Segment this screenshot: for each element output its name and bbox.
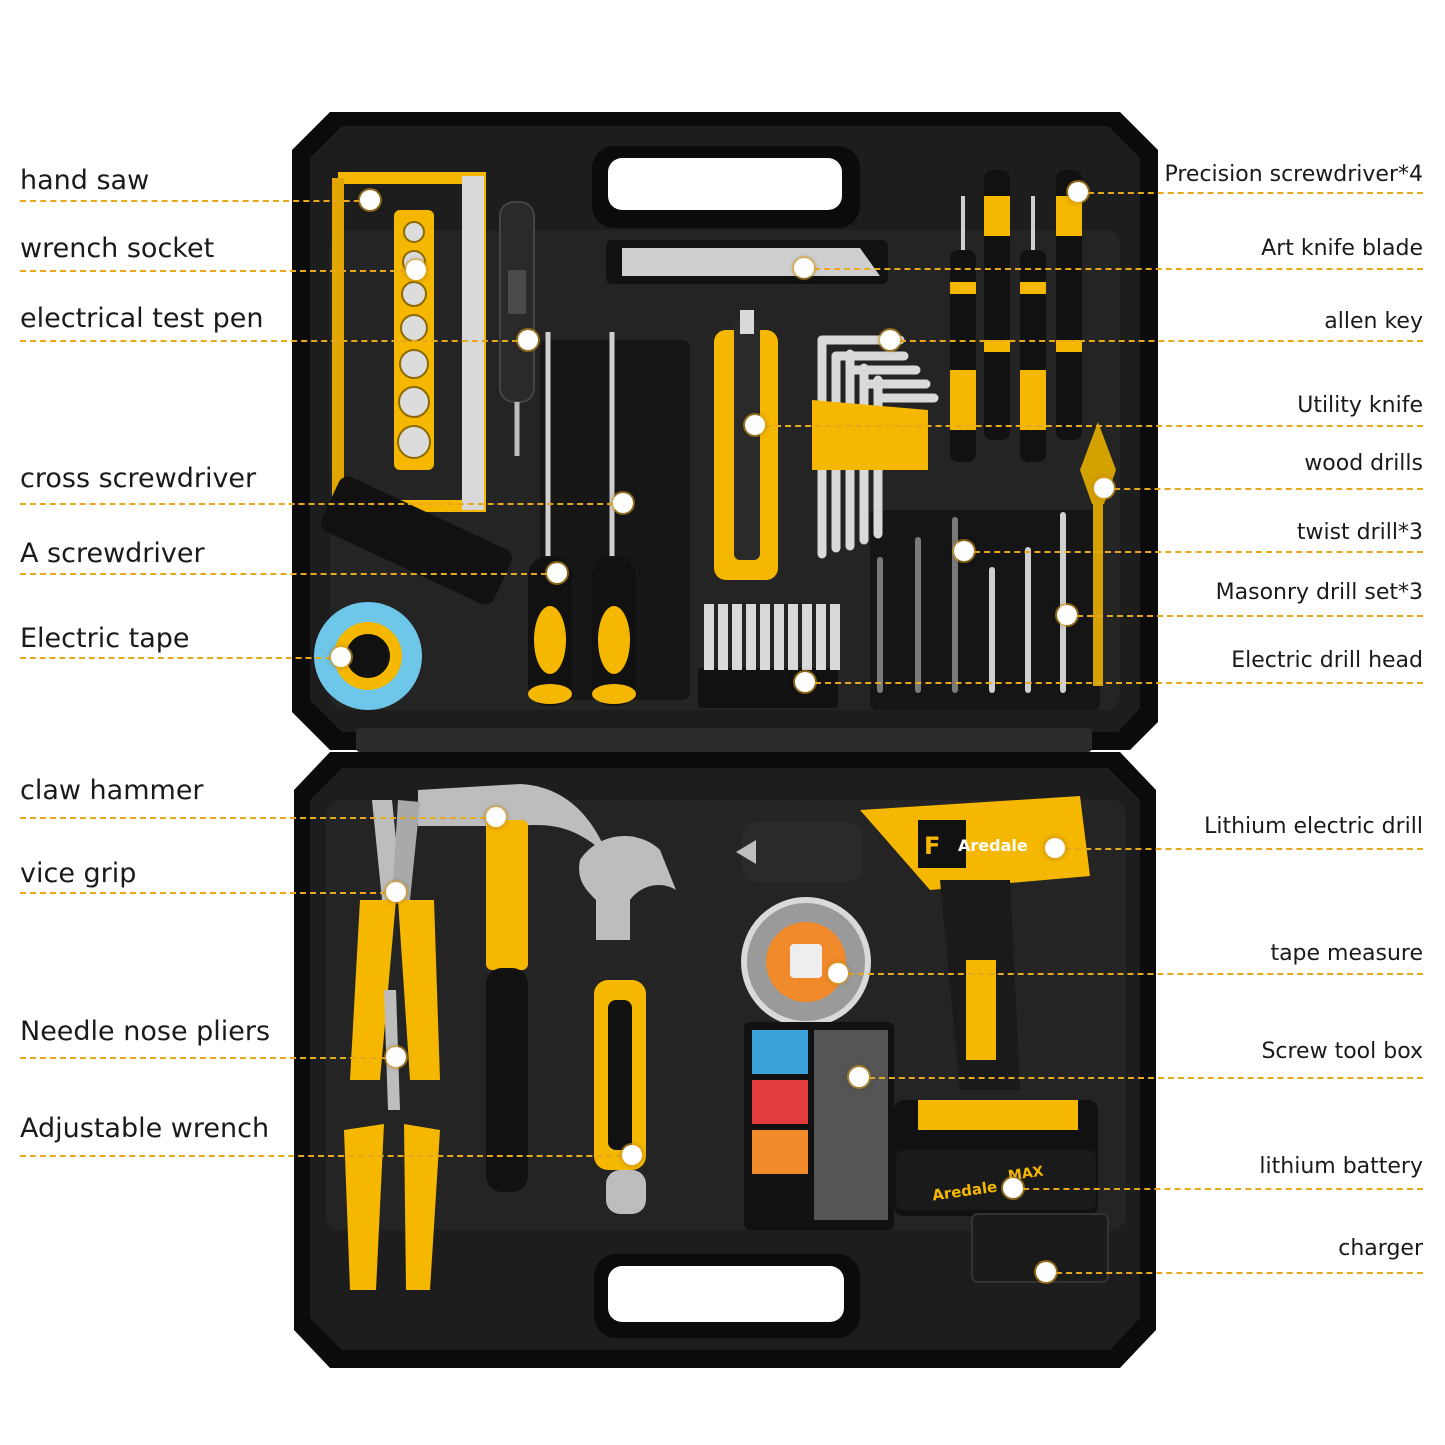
marker-needle-nose-pliers	[386, 1047, 406, 1067]
claw-hammer	[418, 784, 608, 1192]
leader-electrical-test-pen	[20, 340, 528, 342]
label-adjustable-wrench: Adjustable wrench	[20, 1113, 270, 1144]
marker-lithium-battery	[1003, 1178, 1023, 1198]
marker-precision-screwdriver	[1068, 182, 1088, 202]
leader-adjustable-wrench	[20, 1155, 632, 1157]
lithium-battery	[894, 1100, 1098, 1216]
marker-hand-saw	[360, 190, 380, 210]
leader-lithium-battery	[1013, 1188, 1423, 1190]
leader-wood-drills	[1104, 488, 1423, 490]
label-needle-nose-pliers: Needle nose pliers	[20, 1016, 271, 1047]
label-a-screwdriver: A screwdriver	[20, 538, 205, 569]
leader-lithium-electric-drill	[1055, 848, 1423, 850]
label-masonry-drill-set: Masonry drill set*3	[1215, 580, 1423, 605]
label-screw-tool-box: Screw tool box	[1261, 1039, 1423, 1064]
marker-tape-measure	[828, 963, 848, 983]
leader-a-screwdriver	[20, 573, 557, 575]
leader-utility-knife	[755, 425, 1423, 427]
label-vice-grip: vice grip	[20, 858, 137, 889]
marker-a-screwdriver	[547, 563, 567, 583]
leader-vice-grip	[20, 892, 396, 894]
marker-vice-grip	[386, 882, 406, 902]
marker-wrench-socket	[406, 260, 426, 280]
label-lithium-electric-drill: Lithium electric drill	[1204, 814, 1423, 839]
marker-claw-hammer	[486, 807, 506, 827]
art-knife-blade	[606, 240, 888, 284]
marker-cross-screwdriver	[613, 493, 633, 513]
leader-tape-measure	[838, 973, 1423, 975]
leader-masonry-drill-set	[1067, 615, 1423, 617]
electric-tape	[314, 602, 422, 710]
screw-tool-box	[744, 1022, 894, 1230]
charger	[971, 1213, 1109, 1283]
drill-badge: F	[924, 832, 941, 860]
hand-saw	[320, 172, 512, 605]
leader-charger	[1046, 1272, 1423, 1274]
marker-utility-knife	[745, 415, 765, 435]
leader-cross-screwdriver	[20, 503, 623, 505]
electrical-test-pen	[499, 201, 535, 456]
marker-charger	[1036, 1262, 1056, 1282]
marker-lithium-electric-drill	[1045, 838, 1065, 858]
marker-art-knife-blade	[794, 258, 814, 278]
label-cross-screwdriver: cross screwdriver	[20, 463, 257, 494]
label-electric-tape: Electric tape	[20, 623, 190, 654]
marker-masonry-drill-set	[1057, 605, 1077, 625]
adjustable-wrench	[579, 836, 676, 1214]
electric-drill-head-bits	[698, 604, 840, 708]
marker-screw-tool-box	[849, 1067, 869, 1087]
marker-wood-drills	[1094, 478, 1114, 498]
label-allen-key: allen key	[1324, 309, 1423, 334]
leader-art-knife-blade	[804, 268, 1423, 270]
utility-knife	[714, 310, 778, 580]
marker-twist-drill	[954, 541, 974, 561]
allen-key-holder	[812, 400, 928, 470]
marker-electric-tape	[331, 647, 351, 667]
label-utility-knife: Utility knife	[1297, 393, 1423, 418]
precision-screwdrivers	[950, 170, 1082, 462]
leader-hand-saw	[20, 200, 370, 202]
leader-twist-drill	[964, 551, 1423, 553]
leader-needle-nose-pliers	[20, 1057, 396, 1059]
lithium-electric-drill	[736, 796, 1090, 1090]
leader-claw-hammer	[20, 817, 496, 819]
screwdrivers	[528, 332, 636, 706]
label-hand-saw: hand saw	[20, 165, 150, 196]
label-wrench-socket: wrench socket	[20, 233, 215, 264]
label-art-knife-blade: Art knife blade	[1261, 236, 1423, 261]
label-tape-measure: tape measure	[1270, 941, 1423, 966]
case-hinge	[356, 728, 1092, 752]
label-precision-screwdriver: Precision screwdriver*4	[1164, 162, 1423, 187]
pliers	[344, 800, 440, 1290]
label-charger: charger	[1338, 1236, 1423, 1261]
tape-measure	[741, 897, 871, 1027]
label-claw-hammer: claw hammer	[20, 775, 204, 806]
marker-adjustable-wrench	[622, 1145, 642, 1165]
leader-allen-key	[890, 340, 1423, 342]
label-electric-drill-head: Electric drill head	[1231, 648, 1423, 673]
leader-electric-tape	[20, 657, 341, 659]
leader-screw-tool-box	[859, 1077, 1423, 1079]
drill-bits	[877, 512, 1066, 693]
label-wood-drills: wood drills	[1304, 451, 1423, 476]
label-electrical-test-pen: electrical test pen	[20, 303, 264, 334]
marker-electrical-test-pen	[518, 330, 538, 350]
leader-precision-screwdriver	[1078, 192, 1423, 194]
marker-allen-key	[880, 330, 900, 350]
drill-brand: Aredale	[958, 836, 1028, 855]
label-twist-drill: twist drill*3	[1296, 520, 1423, 545]
leader-electric-drill-head	[805, 682, 1423, 684]
leader-wrench-socket	[20, 270, 416, 272]
label-lithium-battery: lithium battery	[1259, 1154, 1423, 1179]
marker-electric-drill-head	[795, 672, 815, 692]
